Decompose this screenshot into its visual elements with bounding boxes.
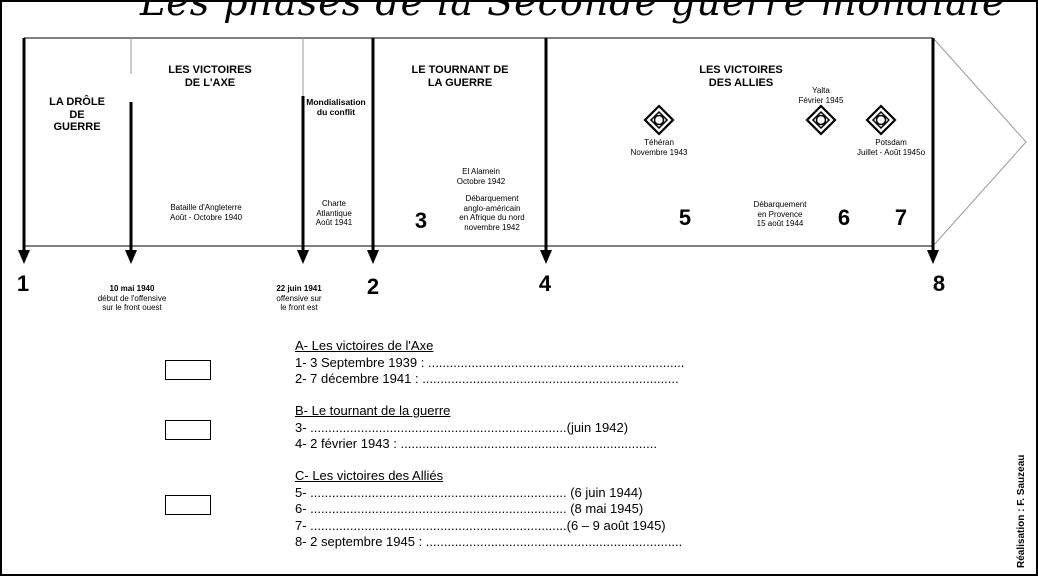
divider-arrow-mai <box>125 102 137 264</box>
conference-yalta-icon <box>805 104 837 136</box>
legend-line: 3- .....................................… <box>295 419 629 435</box>
legend-line: 8- 2 septembre 1945 : ..................… <box>295 534 683 549</box>
divider-arrow-4 <box>540 38 552 264</box>
divider-arrow-1 <box>18 38 30 264</box>
marker-number-1: 1 <box>16 271 30 296</box>
legend-section-b: B- Le tournant de la guerre 3- .........… <box>295 403 657 453</box>
legend-line: 4- 2 février 1943 : ....................… <box>295 436 657 451</box>
legend-heading: A- Les victoires de l'Axe <box>295 338 434 353</box>
marker-number-8: 8 <box>932 271 946 296</box>
marker-number-2: 2 <box>366 274 380 299</box>
author-credit: Réalisation : F. Sauzeau <box>1016 454 1027 568</box>
divider-arrow-2 <box>367 38 379 264</box>
legend-line: 5- .....................................… <box>295 484 643 500</box>
legend-line: 1- 3 Septembre 1939 : ..................… <box>295 354 685 370</box>
legend-line: 7- .....................................… <box>295 517 666 533</box>
marker-number-6: 6 <box>837 205 851 230</box>
conference-teheran-icon <box>643 104 675 136</box>
legend-line: 2- 7 décembre 1941 : ...................… <box>295 371 679 386</box>
timeline-arrowhead <box>932 37 1027 247</box>
marker-number-7: 7 <box>894 205 908 230</box>
legend-heading: B- Le tournant de la guerre <box>295 403 451 418</box>
divider-arrow-juin <box>297 96 309 264</box>
marker-number-4: 4 <box>538 271 552 296</box>
legend-line: 6- .....................................… <box>295 501 644 516</box>
answer-box-c[interactable] <box>165 495 211 515</box>
answer-box-b[interactable] <box>165 420 211 440</box>
legend-section-c: C- Les victoires des Alliés 5- .........… <box>295 468 682 551</box>
divider-arrow-8 <box>927 38 939 264</box>
answer-box-a[interactable] <box>165 360 211 380</box>
page-title: Les phases de la Seconde guerre mondiale <box>140 0 1006 24</box>
marker-number-5: 5 <box>678 205 692 230</box>
marker-number-3: 3 <box>414 208 428 233</box>
legend-section-a: A- Les victoires de l'Axe 1- 3 Septembre… <box>295 338 684 388</box>
legend-heading: C- Les victoires des Alliés <box>295 468 444 483</box>
conference-potsdam-icon <box>865 104 897 136</box>
